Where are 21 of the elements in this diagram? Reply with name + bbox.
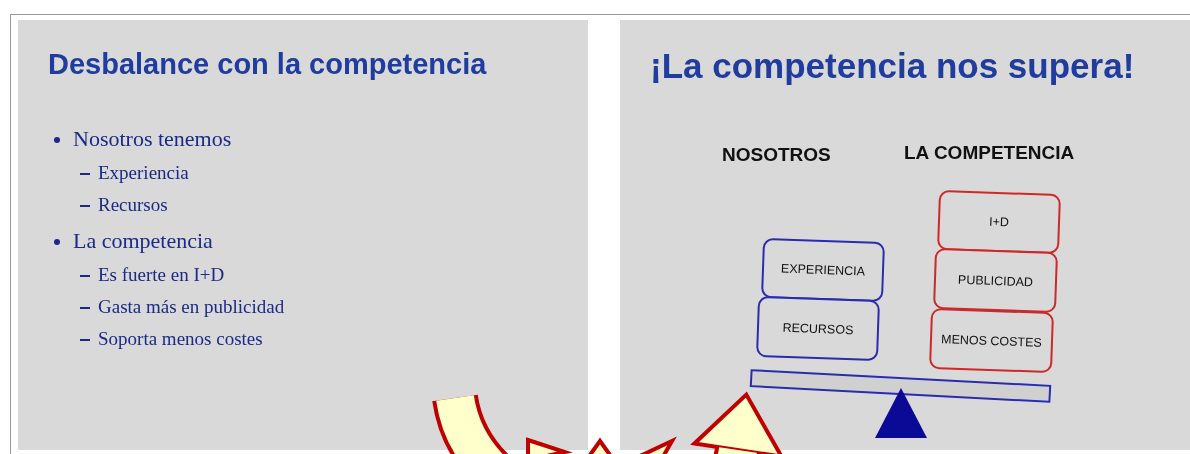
bullet-item: La competencia xyxy=(73,228,213,254)
slide-panel xyxy=(620,20,1190,450)
slide-panel xyxy=(18,20,588,450)
sub-bullet-item: Experiencia xyxy=(98,162,189,184)
sub-bullet-item: Soporta menos costes xyxy=(98,328,263,350)
label-block: RECURSOS xyxy=(755,295,881,362)
label-block: MENOS COSTES xyxy=(928,307,1055,374)
sub-bullet-item: Gasta más en publicidad xyxy=(98,296,285,318)
label-block: I+D xyxy=(937,189,1061,255)
balance-beam xyxy=(749,369,1052,403)
fulcrum-triangle xyxy=(875,388,927,438)
sub-bullet-item: Recursos xyxy=(98,194,168,216)
sub-bullet-item: Es fuerte en I+D xyxy=(98,264,225,286)
label-block: PUBLICIDAD xyxy=(932,247,1059,314)
curved-block-arrow xyxy=(432,391,782,454)
column-heading: LA COMPETENCIA xyxy=(904,142,1075,164)
slide-title: Desbalance con la competencia xyxy=(48,48,487,81)
bullet-item: Nosotros tenemos xyxy=(73,126,232,152)
label-block: EXPERIENCIA xyxy=(761,237,885,303)
slide-title: ¡La competencia nos supera! xyxy=(650,46,1135,86)
column-heading: NOSOTROS xyxy=(722,144,831,166)
